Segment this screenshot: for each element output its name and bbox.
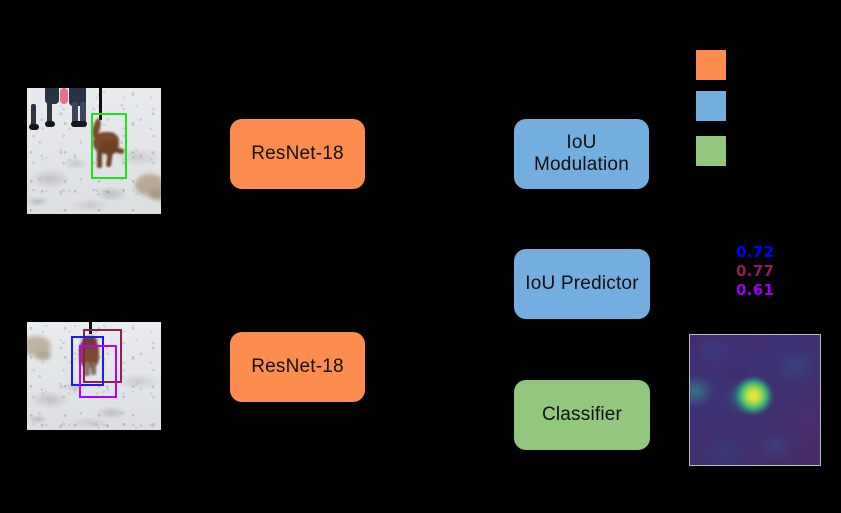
person-boot-b (45, 121, 55, 127)
block-label: ResNet-18 (251, 142, 344, 164)
person-boot-c (71, 121, 87, 127)
block-classifier[interactable]: Classifier (514, 380, 650, 450)
block-label: Classifier (541, 403, 623, 425)
proposal-box-magenta (79, 345, 117, 398)
legend-swatch-classification-branch (696, 136, 726, 166)
leash-pole (89, 322, 92, 334)
background-animal-leg (35, 350, 51, 360)
classification-score-map (689, 334, 821, 466)
reference-frame (27, 88, 161, 214)
dog-leg-front (97, 150, 102, 168)
person-leg-a (31, 104, 36, 126)
iou-score-magenta: 0.61 (736, 281, 775, 299)
heatmap-field (690, 335, 820, 465)
iou-score-blue: 0.72 (736, 243, 775, 261)
block-resnet18-top[interactable]: ResNet-18 (230, 119, 365, 189)
person-coat-pink (60, 88, 68, 104)
block-label: ResNet-18 (251, 355, 344, 377)
second-animal-tail (149, 188, 161, 200)
block-iou-modulation[interactable]: IoU Modulation (514, 119, 649, 189)
leash-pole (99, 88, 102, 120)
person-leg-c (72, 102, 78, 124)
proposal-box-blue (71, 336, 104, 386)
person-coat-right (69, 88, 86, 106)
person-leg-d (80, 102, 86, 124)
legend-swatch-iou-branch (696, 91, 726, 121)
person-leg-b (47, 100, 52, 124)
block-label: IoU Predictor (525, 272, 639, 294)
block-resnet18-bottom[interactable]: ResNet-18 (230, 332, 365, 402)
ground-truth-box (91, 113, 127, 179)
dog-leg-front (84, 362, 90, 376)
dog-leg-rear (91, 362, 96, 375)
iou-score-maroon: 0.77 (736, 262, 775, 280)
person-boot-a (29, 124, 39, 130)
block-label: IoU Modulation (534, 131, 629, 175)
person-coat-left (29, 88, 45, 108)
legend-swatch-backbone (696, 50, 726, 80)
block-iou-predictor[interactable]: IoU Predictor (514, 249, 650, 319)
test-frame (27, 322, 161, 430)
dog (27, 88, 161, 214)
